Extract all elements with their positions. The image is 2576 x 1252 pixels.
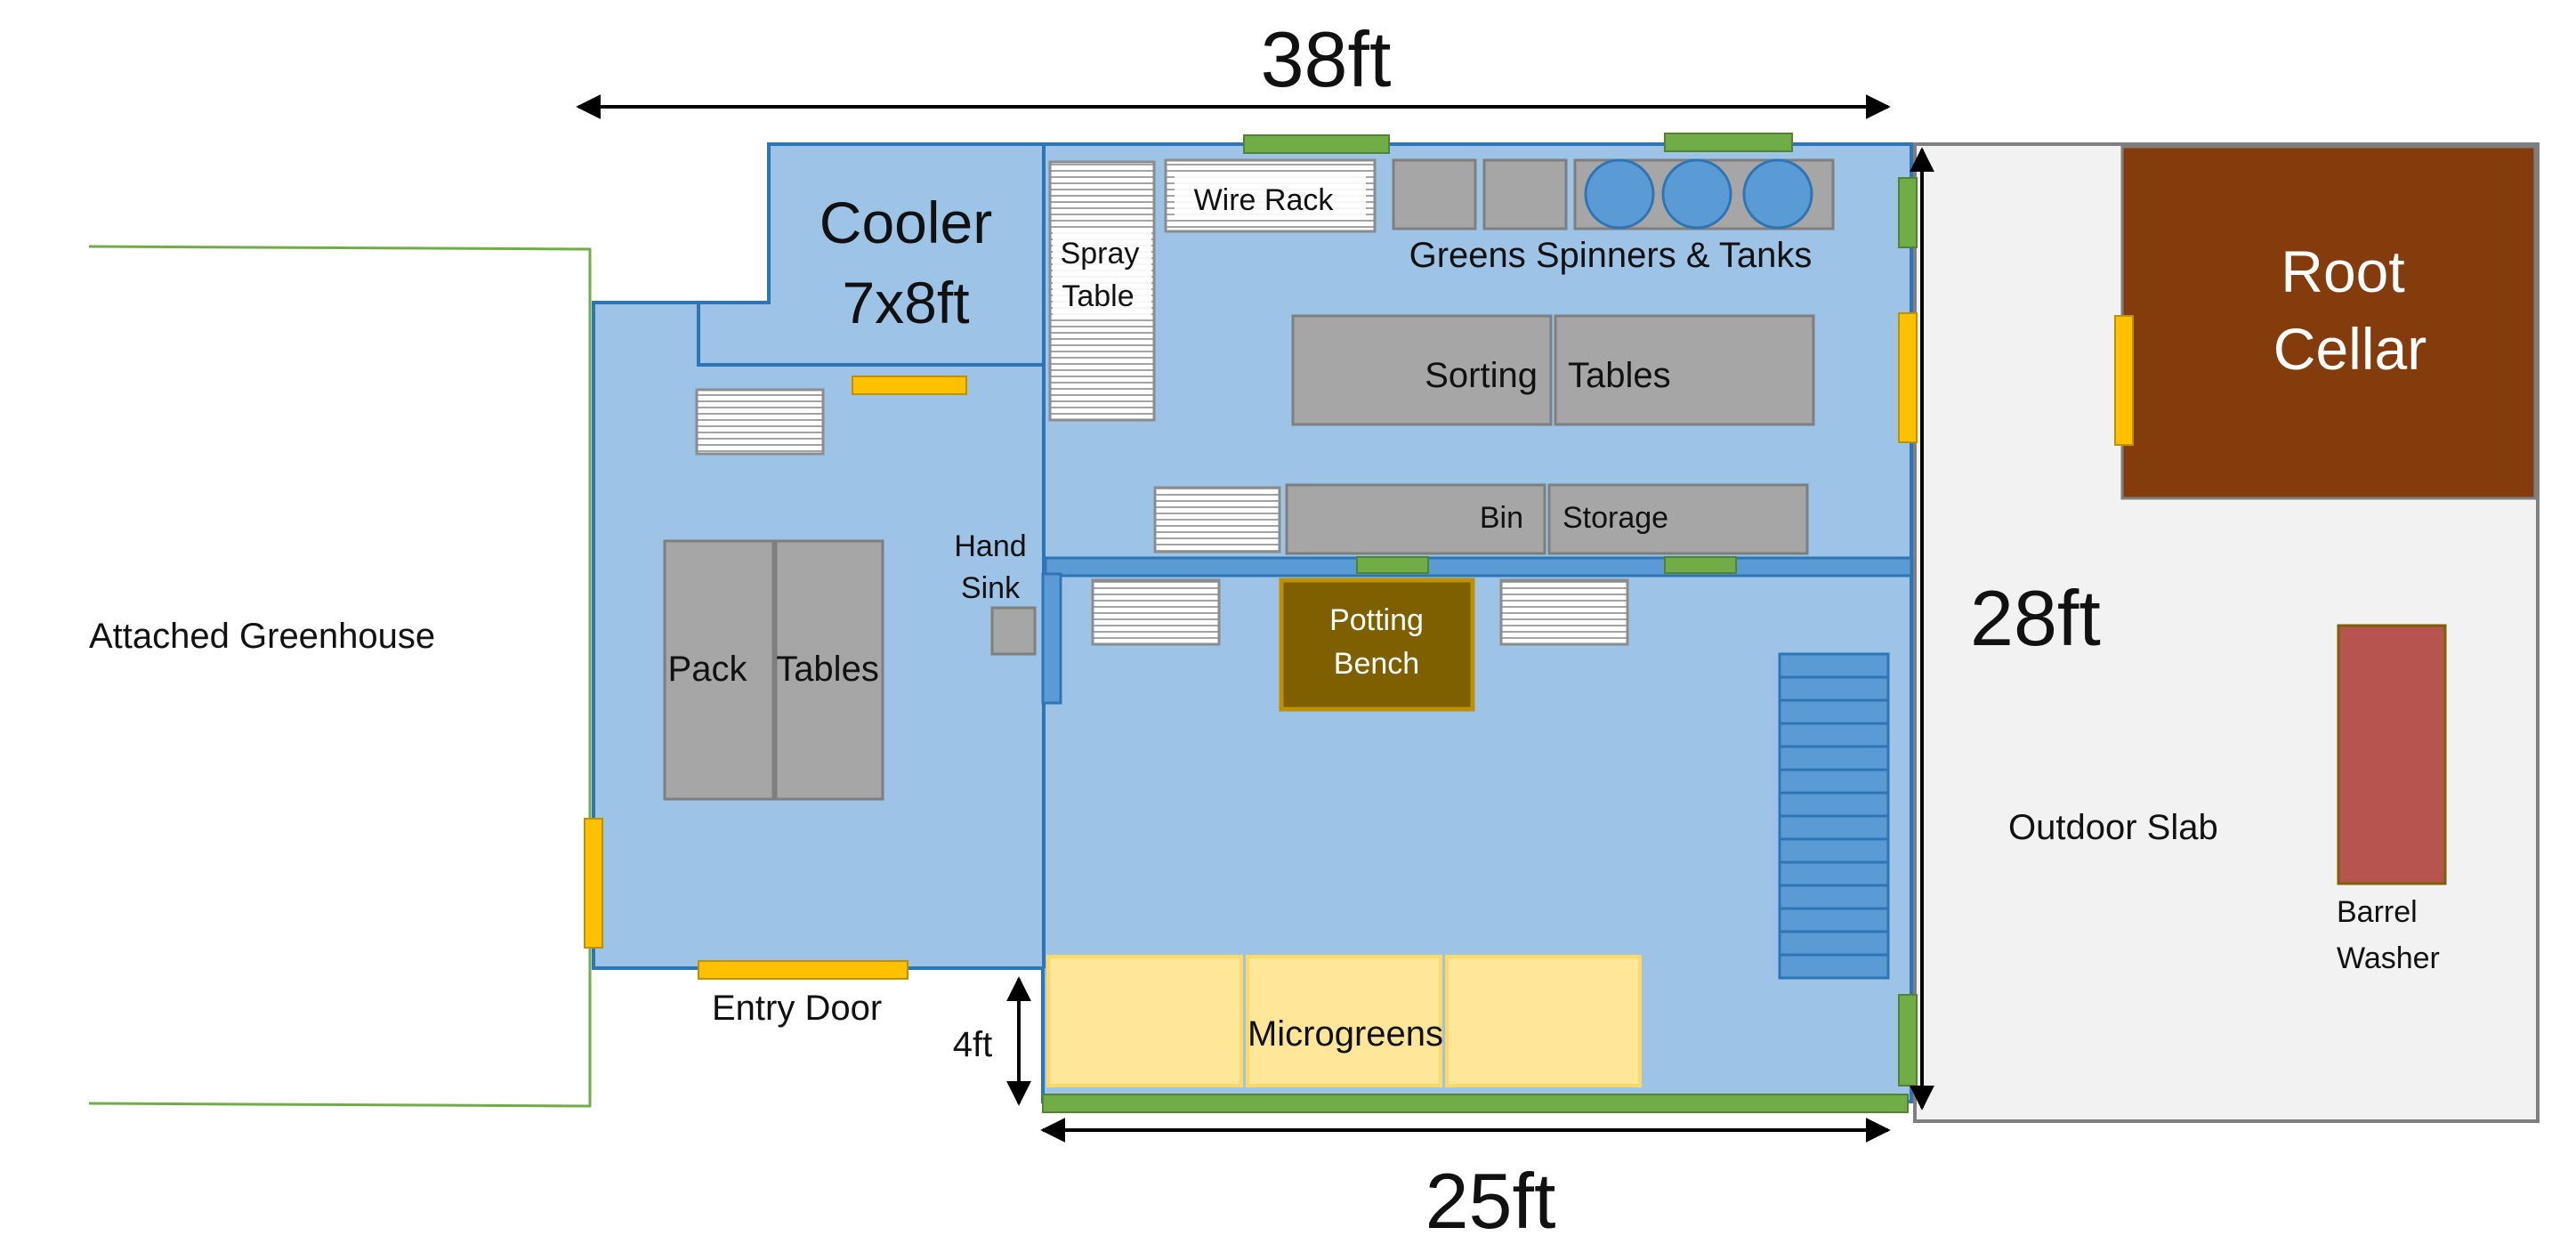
- window: [1243, 134, 1390, 154]
- attached-greenhouse-label: Attached Greenhouse: [89, 617, 435, 656]
- shelf: [1091, 578, 1221, 646]
- cooler-label: Cooler: [820, 190, 992, 255]
- shelf-slat: [1778, 652, 1890, 679]
- sorting-tables-label: Sorting: [1425, 356, 1538, 395]
- root-cellar: Root Cellar: [2120, 145, 2537, 500]
- outdoor-slab-label: Outdoor Slab: [2008, 808, 2218, 847]
- sorting-tables: Sorting Tables: [1291, 314, 1815, 426]
- spinner-box: [1482, 158, 1568, 230]
- root-cellar-label-2: Cellar: [2273, 316, 2427, 382]
- dimension-width-main: 25ft: [1040, 1118, 1891, 1245]
- dimension-microgreens: 4ft: [953, 976, 1031, 1106]
- microgreens-rack: [1046, 955, 1243, 1087]
- hand-sink-label-2: Sink: [961, 571, 1021, 605]
- tank: [1584, 158, 1655, 230]
- spinner-box: [1392, 158, 1477, 230]
- pack-tables: Pack Tables: [663, 539, 884, 801]
- shelf-slat: [1778, 907, 1890, 933]
- pack-tables-label: Pack: [668, 650, 748, 689]
- dimension-25ft-label: 25ft: [1425, 1157, 1556, 1245]
- entry-door: [698, 960, 908, 980]
- shelf-slat: [1778, 745, 1890, 771]
- entry-door-label: Entry Door: [712, 989, 882, 1028]
- shelf-slat: [1778, 837, 1890, 864]
- attached-greenhouse: Attached Greenhouse: [88, 245, 592, 1108]
- wire-rack-label: Wire Rack: [1194, 183, 1335, 217]
- window: [1898, 177, 1918, 248]
- cooler-size-label: 7x8ft: [842, 270, 969, 335]
- shelf-slat: [1778, 699, 1890, 725]
- bin-storage: Bin Storage: [1285, 483, 1809, 555]
- microgreens-label: Microgreens: [1248, 1014, 1443, 1054]
- spray-table-label-2: Table: [1062, 279, 1134, 313]
- potting-bench-label-2: Bench: [1334, 647, 1419, 681]
- shelf-slat: [1778, 675, 1890, 702]
- potting-bench: Potting Bench: [1279, 578, 1475, 712]
- shelf-slat: [1778, 814, 1890, 841]
- window: [1898, 994, 1918, 1086]
- barrel-washer: Barrel Washer: [2337, 624, 2447, 975]
- bin-storage-label-2: Storage: [1563, 501, 1668, 535]
- dimension-28ft-label: 28ft: [1970, 574, 2101, 662]
- barrel-washer-label-2: Washer: [2337, 941, 2440, 975]
- root-cellar-door: [2114, 315, 2134, 446]
- shelf-slat: [1778, 930, 1890, 957]
- interior-wall: [1044, 556, 1913, 578]
- dimension-width-overall: 38ft: [576, 15, 1891, 119]
- shelving-stack: [1778, 652, 1890, 980]
- shelf-slat: [1778, 791, 1890, 818]
- shelf-slat: [1778, 768, 1890, 795]
- hand-sink: Hand Sink: [954, 529, 1037, 656]
- window: [1356, 556, 1429, 574]
- window: [1664, 556, 1737, 574]
- window: [1664, 133, 1793, 152]
- cooler-door: [852, 376, 967, 395]
- microgreens-rack: [1246, 955, 1442, 1087]
- shelf: [1153, 486, 1281, 553]
- barrel-washer-label: Barrel: [2337, 895, 2418, 929]
- shelf: [1499, 578, 1629, 646]
- sorting-tables-label-2: Tables: [1568, 356, 1671, 395]
- microgreens-rack: [1445, 955, 1642, 1087]
- tank: [1661, 158, 1732, 230]
- potting-bench-label: Potting: [1329, 603, 1424, 637]
- spray-table: Spray Table: [1048, 160, 1156, 422]
- dimension-4ft-label: 4ft: [953, 1025, 992, 1064]
- shelf-slat: [1778, 722, 1890, 748]
- greens-spinners: Greens Spinners & Tanks: [1392, 158, 1835, 275]
- pack-tables-label-2: Tables: [776, 650, 879, 689]
- tank: [1742, 158, 1813, 230]
- wire-rack: Wire Rack: [1164, 158, 1377, 233]
- hand-sink-label: Hand: [954, 529, 1026, 563]
- root-cellar-label: Root: [2281, 238, 2404, 304]
- greenhouse-door: [584, 818, 603, 949]
- shelf: [695, 388, 825, 456]
- shelf-slat: [1778, 953, 1890, 980]
- window-wall: [1042, 1094, 1909, 1113]
- dimension-38ft-label: 38ft: [1261, 15, 1392, 103]
- shelf-slat: [1778, 884, 1890, 910]
- shelf-slat: [1778, 860, 1890, 887]
- windows: [1042, 133, 1918, 1113]
- sink-wall: [1041, 572, 1062, 705]
- door: [1898, 312, 1918, 443]
- dimension-depth: 28ft: [1910, 147, 2101, 1111]
- spray-table-label: Spray: [1061, 237, 1140, 271]
- bin-storage-label: Bin: [1480, 501, 1523, 535]
- greens-spinners-label: Greens Spinners & Tanks: [1409, 236, 1813, 275]
- doors: Entry Door: [584, 312, 2134, 1028]
- microgreens: Microgreens: [1046, 955, 1642, 1087]
